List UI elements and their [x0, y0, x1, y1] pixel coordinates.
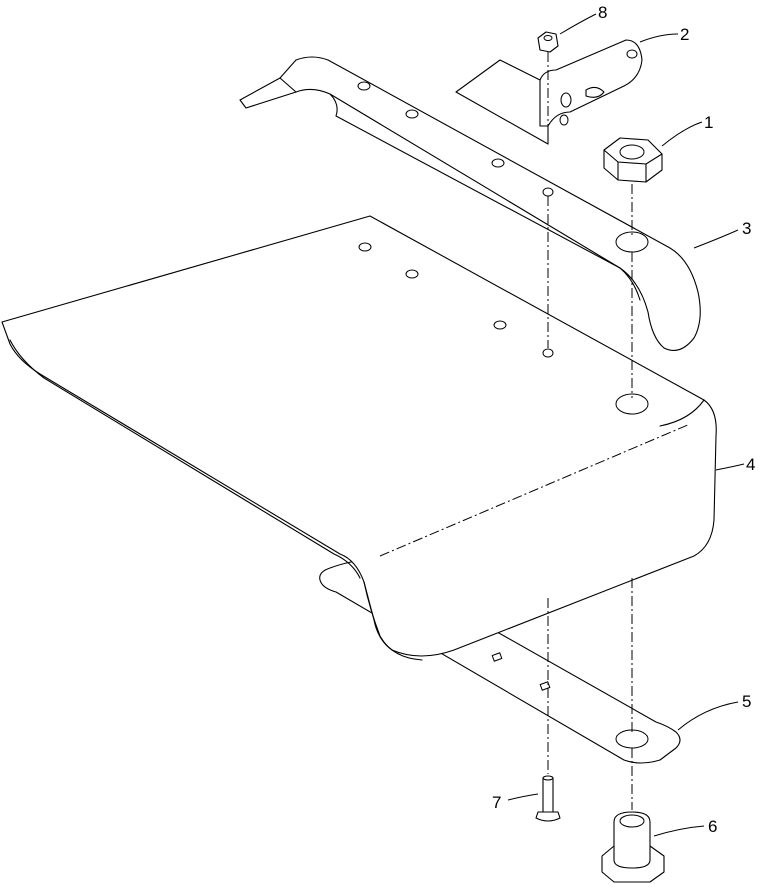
angle-bracket — [455, 39, 643, 145]
hex-nut — [603, 137, 663, 183]
callout-5: 5 — [742, 692, 751, 711]
flange-bushing — [601, 811, 665, 883]
platform-plate — [1, 215, 717, 661]
callout-3: 3 — [742, 219, 751, 238]
leader-lines — [507, 13, 745, 837]
callout-2: 2 — [680, 25, 689, 44]
callout-7: 7 — [492, 793, 501, 812]
upper-bracket — [239, 56, 701, 351]
callout-8: 8 — [598, 3, 607, 22]
bolt — [535, 775, 561, 822]
callout-1: 1 — [704, 113, 713, 132]
small-nut — [537, 31, 559, 53]
callout-6: 6 — [708, 817, 717, 836]
callout-4: 4 — [746, 455, 755, 474]
assembly-axes — [547, 52, 633, 810]
